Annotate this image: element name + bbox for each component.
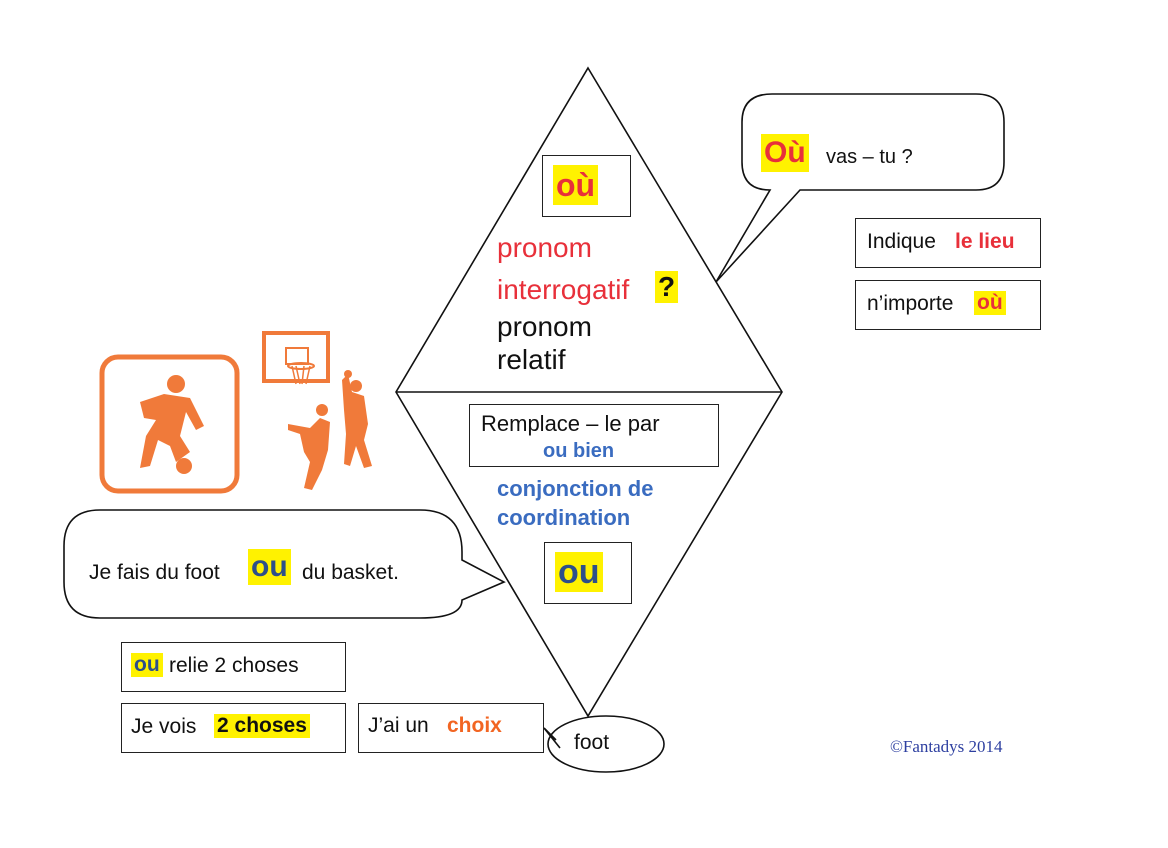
- foot-bubble-shape: [547, 715, 665, 773]
- conjonction-line-1: conjonction de: [497, 476, 654, 501]
- top-line-pronom-relatif-1: pronom: [497, 311, 592, 342]
- top-line-interrogatif: interrogatif: [497, 274, 630, 305]
- conjonction-line-2: coordination: [497, 505, 631, 530]
- nimporte-ou-emph: où: [974, 291, 1006, 315]
- left-bubble-suffix: du basket.: [302, 561, 399, 584]
- right-bubble-rest: vas – tu ?: [826, 146, 913, 168]
- football-player-icon: [99, 354, 240, 494]
- bottom-word-box: ou: [544, 542, 632, 604]
- relie-word-ou: ou: [131, 653, 163, 677]
- nimporte-ou-box: n’importe où: [855, 280, 1041, 330]
- le-lieu-emph: le lieu: [955, 230, 1015, 253]
- foot-bubble-tail: [543, 727, 561, 749]
- replace-word-ou-bien: ou bien: [543, 440, 615, 462]
- choix-prefix: J’ai un: [368, 714, 429, 737]
- nimporte-prefix: n’importe: [867, 292, 954, 315]
- copyright-text: ©Fantadys 2014: [890, 737, 1003, 756]
- top-line-relatif: relatif: [497, 344, 566, 375]
- je-vois-emph: 2 choses: [214, 714, 310, 738]
- choix-emph: choix: [447, 714, 502, 737]
- top-word-ou-accent: où: [553, 165, 599, 205]
- indique-prefix: Indique: [867, 230, 936, 253]
- relie-box: ou relie 2 choses: [121, 642, 346, 692]
- je-vois-prefix: Je vois: [131, 715, 197, 738]
- question-mark-highlight: ?: [655, 271, 679, 303]
- left-bubble-word-ou: ou: [248, 549, 291, 585]
- top-line-pronom: pronom: [497, 232, 592, 263]
- left-bubble-prefix: Je fais du foot: [89, 561, 220, 584]
- replace-box: Remplace – le par ou bien: [469, 404, 719, 467]
- top-word-box: où: [542, 155, 631, 217]
- right-bubble-word-ou-accent: Où: [761, 134, 809, 172]
- foot-bubble-text: foot: [574, 731, 610, 754]
- je-vois-box: Je vois 2 choses: [121, 703, 346, 753]
- relie-rest: relie 2 choses: [169, 654, 299, 677]
- basketball-players-icon: [262, 331, 372, 490]
- indique-le-lieu-box: Indique le lieu: [855, 218, 1041, 268]
- bottom-word-ou: ou: [555, 552, 603, 592]
- choix-box: J’ai un choix: [358, 703, 544, 753]
- replace-text: Remplace – le par: [481, 411, 660, 436]
